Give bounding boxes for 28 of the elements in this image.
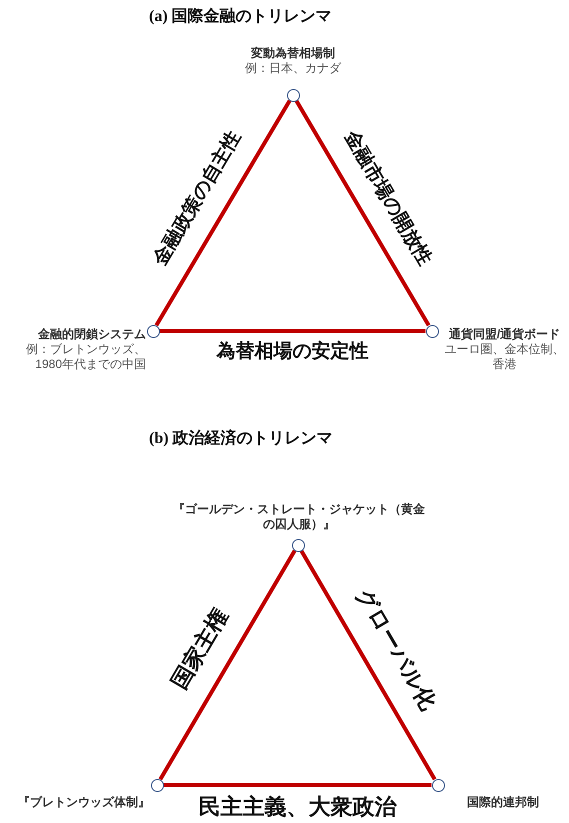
diagram-heading: (a) 国際金融のトリレンマ [149, 6, 332, 27]
vertex-circle [292, 538, 304, 552]
triangle-side-line [164, 783, 432, 787]
vertex-caption: 国際的連邦制 [467, 795, 539, 809]
edge-label: 為替相場の安定性 [216, 340, 368, 364]
vertex-caption: 通貨同盟/通貨ボード [448, 327, 560, 341]
vertex-circle [426, 324, 438, 338]
vertex-caption: 金融的閉鎖システム [38, 327, 146, 341]
vertex-circle [286, 88, 300, 102]
vertex-example: ユーロ圏、金本位制、香港 [444, 342, 564, 371]
edge-label: 民主主義、大衆政治 [198, 793, 396, 821]
diagram-heading: (b) 政治経済のトリレンマ [149, 428, 333, 449]
vertex-circle [150, 778, 164, 792]
edge-label: 金融市場の開放性 [339, 126, 437, 270]
edge-label: グローバル化 [350, 582, 442, 716]
vertex-caption: 『ゴールデン・ストレート・ジャケット（黄金の囚人服）』 [173, 502, 425, 531]
vertex-example: 例：ブレトンウッズ、1980年代までの中国 [26, 342, 146, 371]
triangle-side-line [160, 329, 426, 333]
edge-label: 国家主権 [165, 603, 234, 694]
edge-label: 金融政策の自主性 [148, 126, 246, 270]
triangle-side-line [294, 100, 430, 326]
vertex-caption: 変動為替相場制 [251, 46, 335, 60]
vertex-example: 例：日本、カナダ [245, 61, 341, 75]
triangle-side-line [154, 100, 292, 326]
vertex-circle [146, 324, 160, 338]
triangle-side-line [158, 550, 296, 780]
vertex-circle [432, 778, 444, 792]
vertex-caption: 『ブレトンウッズ体制』 [18, 795, 150, 809]
